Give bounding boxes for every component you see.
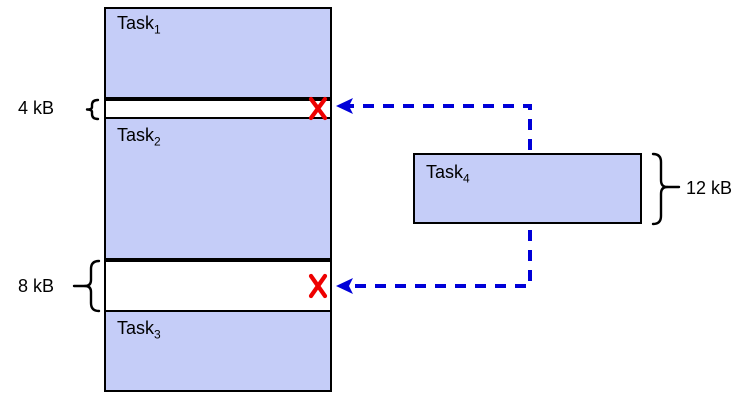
label-task-2-text: Task bbox=[117, 125, 155, 145]
label-task-1-index: 1 bbox=[154, 22, 161, 37]
label-task-3-index: 3 bbox=[154, 327, 161, 342]
brace-12kb-icon bbox=[651, 152, 681, 226]
label-task-2: Task2 bbox=[117, 126, 161, 148]
hole-edge-bottom bbox=[104, 310, 332, 312]
block-edge bbox=[104, 258, 332, 260]
label-task-1: Task1 bbox=[117, 14, 161, 36]
memory-hole-8kb bbox=[104, 260, 332, 312]
size-label-8kb: 8 kB bbox=[18, 276, 55, 296]
hole-edge-top bbox=[104, 99, 332, 101]
reject-x-hole-4kb bbox=[308, 96, 328, 121]
brace-4kb-icon bbox=[85, 98, 100, 121]
label-task-2-index: 2 bbox=[154, 134, 161, 149]
size-label-4kb: 4 kB bbox=[18, 98, 55, 118]
arrowhead-to-hole-top bbox=[336, 98, 353, 114]
incoming-task-box bbox=[413, 153, 642, 224]
label-task-3-text: Task bbox=[117, 318, 155, 338]
brace-8kb-icon bbox=[72, 259, 101, 313]
reject-x-hole-8kb bbox=[308, 273, 328, 299]
block-edge bbox=[104, 97, 332, 99]
memory-block-task-2 bbox=[104, 119, 332, 260]
memory-block-task-3 bbox=[104, 312, 332, 392]
label-task-4-text: Task bbox=[426, 162, 464, 182]
arrowhead-to-hole-bottom bbox=[336, 278, 353, 294]
hole-edge-top bbox=[104, 260, 332, 262]
label-task-4-index: 4 bbox=[463, 171, 470, 186]
memory-block-task-1 bbox=[104, 7, 332, 99]
size-label-12kb: 12 kB bbox=[686, 178, 733, 198]
label-task-3: Task3 bbox=[117, 319, 161, 341]
hole-edge-bottom bbox=[104, 117, 332, 119]
label-task-1-text: Task bbox=[117, 13, 155, 33]
memory-hole-4kb bbox=[104, 99, 332, 119]
label-task-4: Task4 bbox=[426, 163, 470, 185]
